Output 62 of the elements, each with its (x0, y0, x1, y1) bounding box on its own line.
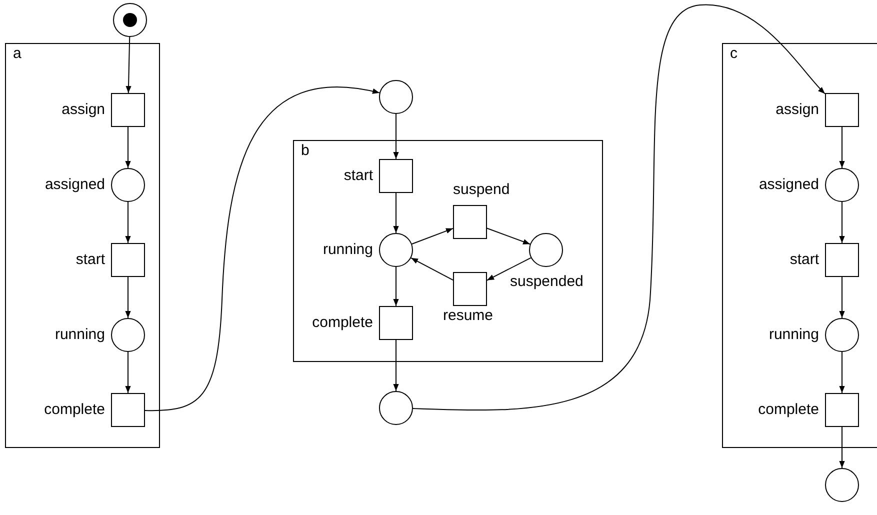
arrow (126, 36, 132, 94)
transition-box (825, 393, 859, 427)
arrow (393, 114, 399, 160)
node-label: assign (776, 101, 819, 119)
node-label: complete (758, 401, 819, 419)
arrow (839, 352, 845, 394)
node-label: assign (62, 101, 105, 119)
arrow (486, 257, 532, 281)
transition-box (111, 93, 145, 127)
arrow (486, 228, 531, 245)
container-box (722, 43, 877, 448)
node-label: assigned (758, 176, 819, 194)
node-label: resume (443, 307, 494, 325)
arrow (393, 192, 399, 234)
arrow (839, 276, 845, 318)
node-label: complete (312, 314, 373, 332)
node-label: start (76, 251, 105, 269)
transition-box (379, 306, 413, 340)
arrow (839, 426, 845, 468)
transition-box (111, 393, 145, 427)
node-label: suspended (510, 273, 584, 291)
node-label: start (790, 251, 819, 269)
arrow (410, 257, 454, 281)
transition-box (453, 272, 487, 306)
place-circle (379, 80, 413, 114)
place-circle (529, 233, 563, 267)
arrow (839, 126, 845, 168)
transition-box (825, 93, 859, 127)
arrow (125, 352, 131, 394)
arrow (144, 87, 380, 412)
transition-box (379, 159, 413, 193)
arrow (125, 276, 131, 318)
node-label: suspend (453, 181, 510, 199)
arrow (125, 126, 131, 168)
transition-box (825, 243, 859, 277)
container-label: c (730, 45, 738, 63)
arrow (411, 228, 454, 244)
place-circle (825, 468, 859, 502)
node-label: assigned (44, 176, 105, 194)
place-circle (111, 318, 145, 352)
arrow (393, 266, 399, 306)
marked-place-circle (113, 3, 147, 37)
transition-box (111, 243, 145, 277)
arrow (393, 340, 399, 392)
node-label: running (322, 241, 373, 259)
transition-box (453, 205, 487, 239)
arrow (839, 202, 845, 244)
container-label: a (13, 45, 22, 63)
arrow (412, 4, 826, 411)
place-circle (379, 391, 413, 425)
place-circle (825, 168, 859, 202)
container-box (5, 43, 160, 448)
node-label: running (768, 326, 819, 344)
container-box (293, 140, 603, 362)
node-label: complete (44, 401, 105, 419)
container-label: b (301, 142, 310, 160)
place-circle (111, 168, 145, 202)
node-label: running (54, 326, 105, 344)
node-label: start (344, 167, 373, 185)
arrow (125, 202, 131, 244)
place-circle (379, 233, 413, 267)
place-circle (825, 318, 859, 352)
